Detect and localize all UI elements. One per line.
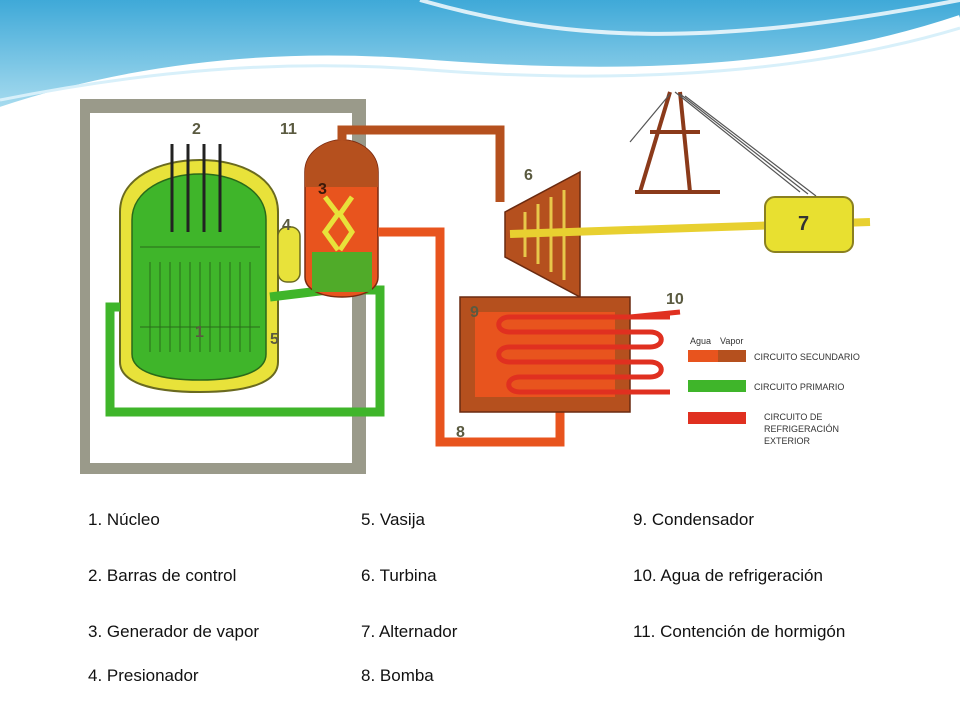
label-4: 4 xyxy=(282,217,291,234)
key-agua: Agua xyxy=(690,336,711,346)
cooling-coil xyxy=(496,314,670,395)
label-10: 10 xyxy=(666,291,684,308)
label-1: 1 xyxy=(195,324,204,341)
key-exterior-2: REFRIGERACIÓN xyxy=(764,424,839,434)
label-6: 6 xyxy=(524,167,533,184)
reactor-core xyxy=(131,173,267,381)
circuit-key: Agua Vapor CIRCUITO SECUNDARIO CIRCUITO … xyxy=(688,336,860,446)
key-vapor: Vapor xyxy=(720,336,743,346)
key-exterior-3: EXTERIOR xyxy=(764,436,811,446)
key-primario: CIRCUITO PRIMARIO xyxy=(754,382,844,392)
control-rods xyxy=(170,144,222,232)
nuclear-plant-diagram: 2 11 1 3 4 5 6 7 8 9 10 Agua Vapor CIRCU… xyxy=(80,91,871,474)
secondary-circuit xyxy=(337,125,565,447)
label-8: 8 xyxy=(456,424,465,441)
label-11: 11 xyxy=(280,121,297,138)
key-secundario: CIRCUITO SECUNDARIO xyxy=(754,352,860,362)
power-tower xyxy=(635,91,720,194)
label-7: 7 xyxy=(798,213,809,235)
key-exterior-1: CIRCUITO DE xyxy=(764,412,822,422)
label-5: 5 xyxy=(270,331,279,348)
label-9: 9 xyxy=(470,304,479,321)
alternator xyxy=(764,196,854,253)
label-3: 3 xyxy=(318,181,327,198)
pressurizer xyxy=(277,226,301,283)
label-2: 2 xyxy=(192,121,201,138)
